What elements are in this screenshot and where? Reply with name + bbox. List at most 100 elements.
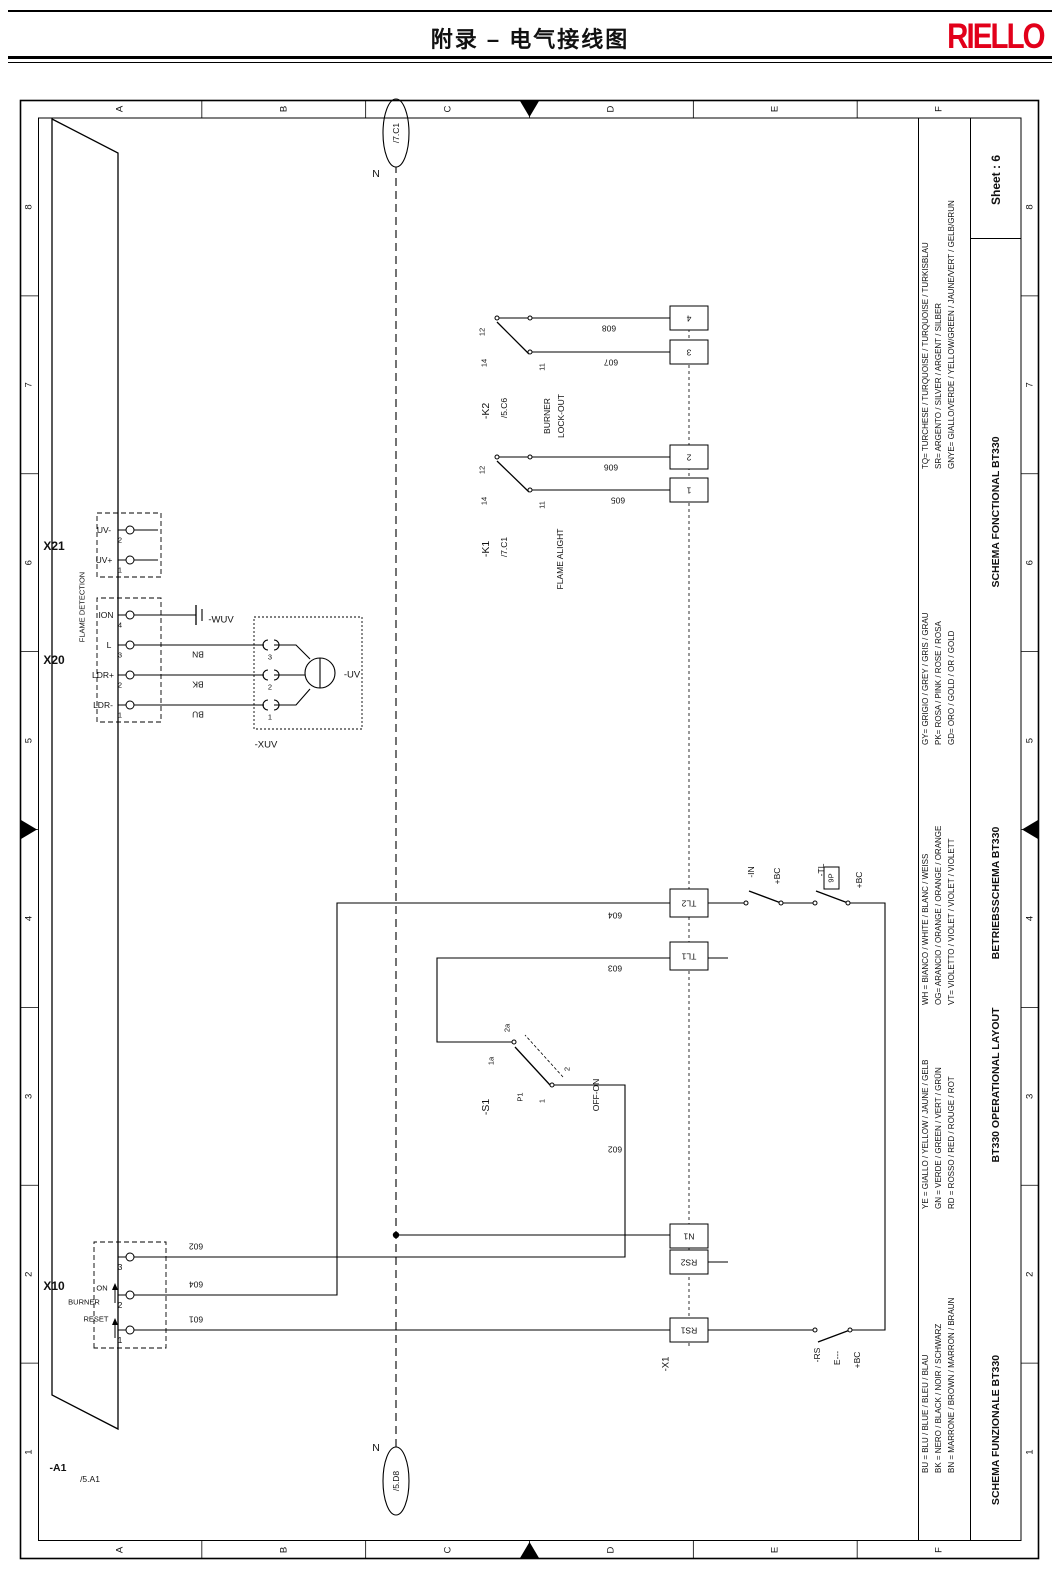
frame-col-label: 1 (1024, 1449, 1036, 1455)
wire-number-601: 601 (188, 1314, 204, 1325)
header-top-rule (8, 10, 1052, 12)
k1-loc: /7.C1 (498, 536, 509, 558)
wire-color-bk: BK (192, 679, 204, 690)
in-ref: -IN (745, 866, 756, 878)
k1-blade (496, 460, 530, 493)
k1-pin-12: 12 (477, 465, 487, 475)
k2-ref: -K2 (479, 402, 492, 420)
x20-pin-label: LDR+ (92, 669, 114, 680)
x20-pin-label: LDR- (93, 699, 113, 710)
frame-row-label: B (278, 105, 289, 113)
sheet-number: Sheet : 6 (989, 154, 1003, 206)
rs1-terminal (669, 1317, 709, 1343)
terminal-label-4: 4 (686, 313, 692, 324)
k2-function: BURNER (541, 398, 552, 434)
wire-604 (134, 902, 670, 1296)
frame-row-label: F (933, 1547, 945, 1553)
frame-row-label: C (441, 105, 453, 113)
frame-col-label: 6 (1024, 560, 1036, 566)
bc-label: +BC (853, 871, 864, 889)
wire-number-602: 602 (188, 1241, 204, 1252)
header-rule-thick (8, 56, 1052, 59)
wire-602 (134, 1084, 626, 1258)
n-label: N (372, 1441, 380, 1454)
tl1-terminal (669, 941, 709, 971)
legend-line: RD = ROSSO / RED / ROUGE / ROT (947, 1076, 956, 1209)
x10-box (93, 1241, 167, 1349)
x20-pin-number: 3 (117, 650, 123, 660)
xuv-ref: -XUV (254, 739, 278, 751)
x1-ref: -X1 (660, 1356, 672, 1372)
terminal-label-tl1: TL1 (681, 951, 697, 962)
x20-pin-label: ION (98, 609, 114, 620)
legend-line: BK = NERO / BLACK / NOIR / SCHWARZ (934, 1323, 943, 1473)
wire-number-606: 606 (603, 462, 619, 473)
header-rule-thin (8, 62, 1052, 63)
riello-logo: RIELLO (947, 16, 1045, 57)
frame-col-label: 3 (1024, 1093, 1036, 1099)
e-label: E--- (831, 1350, 842, 1366)
wire-number-605: 605 (610, 495, 626, 506)
k2-pin-11: 11 (537, 363, 547, 371)
k2-pin-12: 12 (477, 327, 487, 337)
x21-box (96, 512, 162, 578)
xuv-pin-number: 1 (267, 712, 273, 722)
x20-name: X20 (43, 653, 65, 667)
legend-line: GN = VERDE / GREEN / VERT / GRÜN (934, 1067, 943, 1209)
tl2-terminal (669, 888, 709, 918)
tl-ref: -TL (815, 863, 826, 877)
xuv-pin-number: 3 (267, 652, 273, 662)
titleblock-title: BT330 OPERATIONAL LAYOUT (989, 1007, 1002, 1163)
titleblock-title: BETRIEBSSCHEMA BT330 (989, 826, 1002, 960)
x21-pin-label: UV- (96, 524, 112, 535)
terminal-label-2: 2 (686, 452, 692, 463)
bc-label: +BC (771, 867, 782, 885)
x20-box (96, 597, 162, 723)
k2-loc: /5.C6 (498, 397, 509, 419)
a1-box (51, 117, 119, 1431)
x10-pin-number: 1 (117, 1334, 123, 1345)
s1-pin-2a: 2a (502, 1023, 512, 1033)
k2-blade (496, 321, 530, 355)
frame-row-label: B (278, 1546, 289, 1554)
x10-pin-number: 2 (117, 1299, 123, 1310)
xuv-box (253, 616, 363, 730)
legend-line: WH = BIANCO / WHITE / BLANC / WEISS (921, 853, 930, 1005)
x20-pin-number: 1 (117, 710, 123, 720)
frame-col-label: 1 (23, 1449, 35, 1455)
terminal-label-rs2: RS2 (680, 1257, 698, 1268)
x21-pin-number: 2 (117, 535, 123, 545)
n-label: N (372, 167, 380, 180)
center-marks (21, 101, 1038, 1558)
wuv-ref: -WUV (208, 614, 234, 626)
legend-line: VT= VIOLETTO / VIOLET / VIOLET / VIOLETT (947, 838, 956, 1006)
k1-pin-14: 14 (479, 496, 489, 506)
x21-pin-number: 1 (117, 565, 123, 575)
s1-pin-1: 1 (537, 1098, 547, 1104)
frame-row-label: A (114, 1546, 126, 1554)
s1-blade (514, 1046, 551, 1086)
wire-color-bn: BN (192, 649, 204, 660)
legend-line: TQ= TURCHESE / TURQUOISE / TURQUOISE / T… (921, 242, 930, 469)
uv-ref: -UV (343, 669, 361, 681)
frame-col-label: 4 (1024, 915, 1036, 922)
wiring (51, 98, 886, 1516)
x21-pin-label: UV+ (95, 554, 113, 565)
frame-col-label: 2 (1024, 1271, 1036, 1277)
rs2-terminal (669, 1249, 709, 1275)
schematic-canvas (19, 98, 1040, 1560)
bc-label: +BC (851, 1351, 862, 1369)
wire-number-604: 604 (607, 910, 623, 921)
s1-pin-1a: 1a (486, 1056, 496, 1066)
frame-row-label: F (933, 106, 945, 112)
s1-pin-2: 2 (562, 1066, 572, 1072)
frame-row-label: E (769, 1546, 781, 1554)
terminal-label-3: 3 (686, 347, 692, 358)
terminal-label-n1: N1 (683, 1231, 695, 1242)
wire-number-602: 602 (607, 1144, 623, 1155)
s1-p1: P1 (515, 1092, 525, 1102)
wire-color-bu: BU (192, 709, 204, 720)
frame-row-label: D (605, 105, 617, 113)
x10-reset-label: RESET (83, 1314, 109, 1324)
